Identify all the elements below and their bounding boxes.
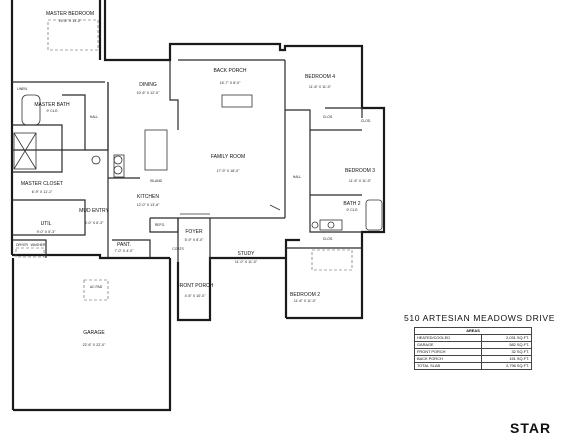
table-row: FRONT PORCH 32 SQ.FT. <box>413 348 532 356</box>
room-garage-dims: 22'-6" X 22'-0" <box>83 343 106 347</box>
room-bedroom3-dims: 11'-6" X 11'-0" <box>349 179 372 183</box>
table-row: BACK PORCH 151 SQ.FT. <box>413 355 532 363</box>
room-washer: WASHER <box>31 243 46 247</box>
room-kitchen-dims: 12'-0" X 13'-6" <box>137 203 160 207</box>
room-pant: PANT. <box>117 242 131 248</box>
room-mud-entry-dims: 4'-0" X 6'-3" <box>85 221 104 225</box>
room-dining: DINING <box>139 82 157 88</box>
room-master-bath-dims: 9' CLG <box>46 109 57 113</box>
area-value: 151 SQ.FT. <box>481 355 532 363</box>
room-ac: AC PAD <box>90 285 103 289</box>
room-clos-1: CLOS. <box>323 115 333 119</box>
room-mud-entry: MUD ENTRY <box>79 208 109 214</box>
area-value: 2,031 SQ.FT. <box>481 334 532 342</box>
room-back-porch-dims: 16'-7" X 8'-0" <box>220 81 241 85</box>
room-coats: COATS <box>172 247 184 251</box>
room-hall-left: HALL <box>90 115 99 119</box>
exterior-walls <box>10 0 386 412</box>
fixtures <box>13 19 383 301</box>
table-row: TOTAL SLAB 2,796 SQ.FT. <box>413 362 532 370</box>
room-master-closet-dims: 6'-9" X 11'-1" <box>32 190 53 194</box>
room-clos-3: CLOS. <box>323 237 333 241</box>
area-table-header: AREAS <box>414 327 532 335</box>
room-family-room-dims: 17'-9" X 18'-0" <box>217 169 240 173</box>
room-dryer: DRYER <box>16 243 28 247</box>
room-dining-dims: 10'-6" X 12'-0" <box>137 91 160 95</box>
property-address: 510 ARTESIAN MEADOWS DRIVE <box>404 313 556 323</box>
room-master-bedroom: MASTER BEDROOM <box>46 11 94 17</box>
area-label: BACK PORCH <box>413 355 483 363</box>
room-garage: GARAGE <box>83 330 105 336</box>
room-util: UTIL <box>41 221 52 227</box>
room-clos-2: CLOS. <box>361 119 371 123</box>
room-bedroom4: BEDROOM 4 <box>305 74 335 80</box>
room-bedroom3: BEDROOM 3 <box>345 168 375 174</box>
room-util-dims: 9'-0" X 5'-3" <box>37 230 56 234</box>
room-family-room: FAMILY ROOM <box>211 154 245 160</box>
room-foyer-dims: 5'-9" X 8'-0" <box>185 238 204 242</box>
room-study: STUDY <box>238 251 256 257</box>
area-label: GARAGE <box>413 341 483 349</box>
room-master-bath: MASTER BATH <box>34 102 70 108</box>
room-bedroom2-dims: 11'-6" X 11'-0" <box>294 299 317 303</box>
room-linen: LINEN <box>17 87 28 91</box>
room-back-porch: BACK PORCH <box>213 68 246 74</box>
room-hall-right: HALL <box>293 175 302 179</box>
room-bath2: BATH 2 <box>343 201 360 207</box>
area-value: 32 SQ.FT. <box>481 348 532 356</box>
room-bath2-dims: 9' CLG <box>346 208 357 212</box>
area-label: FRONT PORCH <box>413 348 483 356</box>
room-master-closet: MASTER CLOSET <box>21 181 63 187</box>
area-table: AREAS HEATED/COOLED 2,031 SQ.FT. GARAGE … <box>413 327 532 370</box>
room-labels: MASTER BEDROOM 14'-8" X 13'-2" MASTER BA… <box>16 11 375 347</box>
table-row: GARAGE 582 SQ.FT. <box>413 341 532 349</box>
area-label: TOTAL SLAB <box>413 362 483 370</box>
room-refg: REFG. <box>155 223 165 227</box>
room-front-porch-dims: 4'-6" X 10'-0" <box>185 294 206 298</box>
room-bedroom4-dims: 11'-6" X 11'-0" <box>309 85 332 89</box>
room-master-bedroom-dims: 14'-8" X 13'-2" <box>59 19 82 23</box>
room-foyer: FOYER <box>185 229 203 235</box>
room-front-porch: FRONT PORCH <box>177 283 214 289</box>
room-island: ISLAND <box>150 179 163 183</box>
room-pant-dims: 7'-0" X 4'-0" <box>115 249 134 253</box>
room-bedroom2: BEDROOM 2 <box>290 292 320 298</box>
room-study-dims: 11'-0" X 11'-0" <box>235 260 258 264</box>
area-table-header-row: AREAS <box>414 327 532 335</box>
area-value: 2,796 SQ.FT. <box>481 362 532 370</box>
table-row: HEATED/COOLED 2,031 SQ.FT. <box>413 334 532 342</box>
area-label: HEATED/COOLED <box>413 334 483 342</box>
company-logo: STAR <box>510 420 552 436</box>
room-kitchen: KITCHEN <box>137 194 159 200</box>
area-value: 582 SQ.FT. <box>481 341 532 349</box>
